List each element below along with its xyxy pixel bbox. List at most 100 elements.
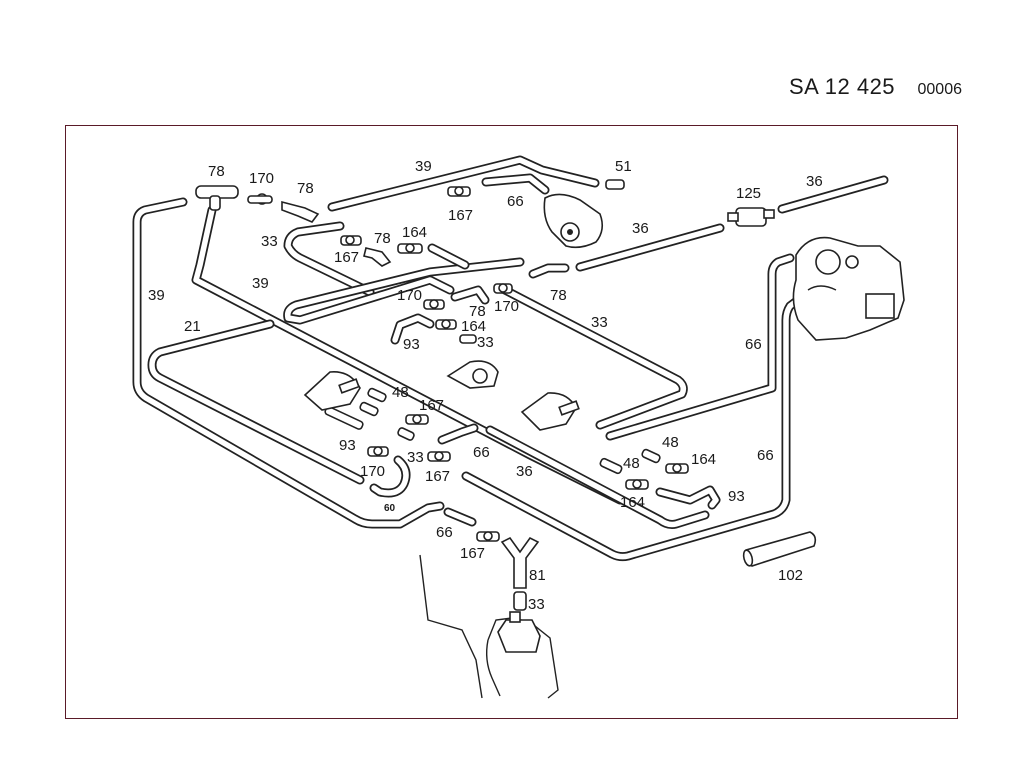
callout-48: 48 [623,455,640,472]
callout-164: 164 [402,224,427,241]
vacuum-valve-left [303,371,361,411]
connector-167-left [340,235,362,246]
callout-33: 33 [477,334,494,351]
callout-66: 66 [507,193,524,210]
callout-167: 167 [448,207,473,224]
callout-164: 164 [461,318,486,335]
connector-33-bottom [513,591,527,611]
callout-170: 170 [397,287,422,304]
hose-36-bottom [485,425,710,529]
hose-78-mid [450,285,490,305]
connector-164-lower [625,479,649,490]
hose-66-right-upper [605,253,795,441]
hose-33-upper [283,221,375,297]
elbow-78-top [281,200,320,223]
callout-33: 33 [407,449,424,466]
callout-33: 33 [528,596,545,613]
callout-36: 36 [516,463,533,480]
callout-102: 102 [778,567,803,584]
callout-36: 36 [632,220,649,237]
tube-102 [742,531,817,567]
callout-164: 164 [620,494,645,511]
connector-33-center [459,334,477,344]
diagram-frame [65,125,958,719]
hose-stubs-48-right [599,448,661,475]
callout-33: 33 [591,314,608,331]
callout-167: 167 [334,249,359,266]
callout-60: 60 [384,503,396,514]
callout-78: 78 [297,180,314,197]
hose-93-left [390,313,435,345]
callout-167: 167 [419,397,444,414]
hose-39-left [132,197,445,529]
connector-33-mid [397,427,415,441]
callout-39: 39 [148,287,165,304]
callout-78: 78 [208,163,225,180]
hose-66-mid [437,423,479,445]
hose-78-center [528,263,570,279]
callout-164: 164 [691,451,716,468]
vacuum-valve-right [520,392,580,431]
check-valve-170-top [247,193,273,205]
connector-167-lower [427,451,451,462]
callout-21: 21 [184,318,201,335]
hose-36-center [575,223,725,272]
callout-93: 93 [728,488,745,505]
callout-170: 170 [360,463,385,480]
small-parts [195,179,817,611]
callout-78: 78 [374,230,391,247]
connector-164-right [665,463,689,474]
intake-manifold-outline [419,554,559,699]
hose-33-right [500,285,688,430]
vacuum-pump-assembly [792,236,905,341]
hose-93-right [655,485,721,510]
callout-167: 167 [460,545,485,562]
y-piece-81 [500,536,540,589]
diagram-number: 00006 [917,81,963,98]
callout-93: 93 [339,437,356,454]
valve-units [303,193,905,699]
callout-93: 93 [403,336,420,353]
callout-33: 33 [261,233,278,250]
hose-66-top [481,173,550,195]
callout-170: 170 [249,170,274,187]
callout-labels: 78 170 78 39 51 167 66 125 36 33 78 164 … [148,158,823,613]
callout-66: 66 [436,524,453,541]
hose-36-right [777,175,889,214]
connector-167-top [447,186,471,197]
callout-39: 39 [415,158,432,175]
connector-170-lower [367,446,389,457]
filter-125 [727,207,775,227]
callout-78: 78 [550,287,567,304]
connector-164-top [397,243,423,254]
callout-167: 167 [425,468,450,485]
callout-66: 66 [745,336,762,353]
connector-170-right [493,283,513,294]
hose-loop-center [283,257,525,325]
connector-167-mid [405,414,429,425]
callout-48: 48 [662,434,679,451]
hose-stubs-48-left [324,387,387,430]
vacuum-valve-center [446,360,499,389]
diagram-code: SA 12 425 [789,74,896,99]
callout-81: 81 [529,567,546,584]
vacuum-valve-top [543,193,604,249]
callout-170: 170 [494,298,519,315]
elbow-78-center [363,247,392,267]
hose-network [132,155,889,562]
callout-66: 66 [757,447,774,464]
connector-167-bottom [476,531,500,542]
connector-51 [605,179,625,190]
callout-39: 39 [252,275,269,292]
t-piece-78 [195,185,239,211]
connector-164-center [435,319,457,330]
hose-60 [369,455,411,498]
callout-66: 66 [473,444,490,461]
callout-78: 78 [469,303,486,320]
callout-48: 48 [392,384,409,401]
hose-164-top [427,243,470,270]
hose-66-bottom [443,507,477,527]
callout-36: 36 [806,173,823,190]
sheet-header: SA 12 425 00006 [789,74,962,100]
